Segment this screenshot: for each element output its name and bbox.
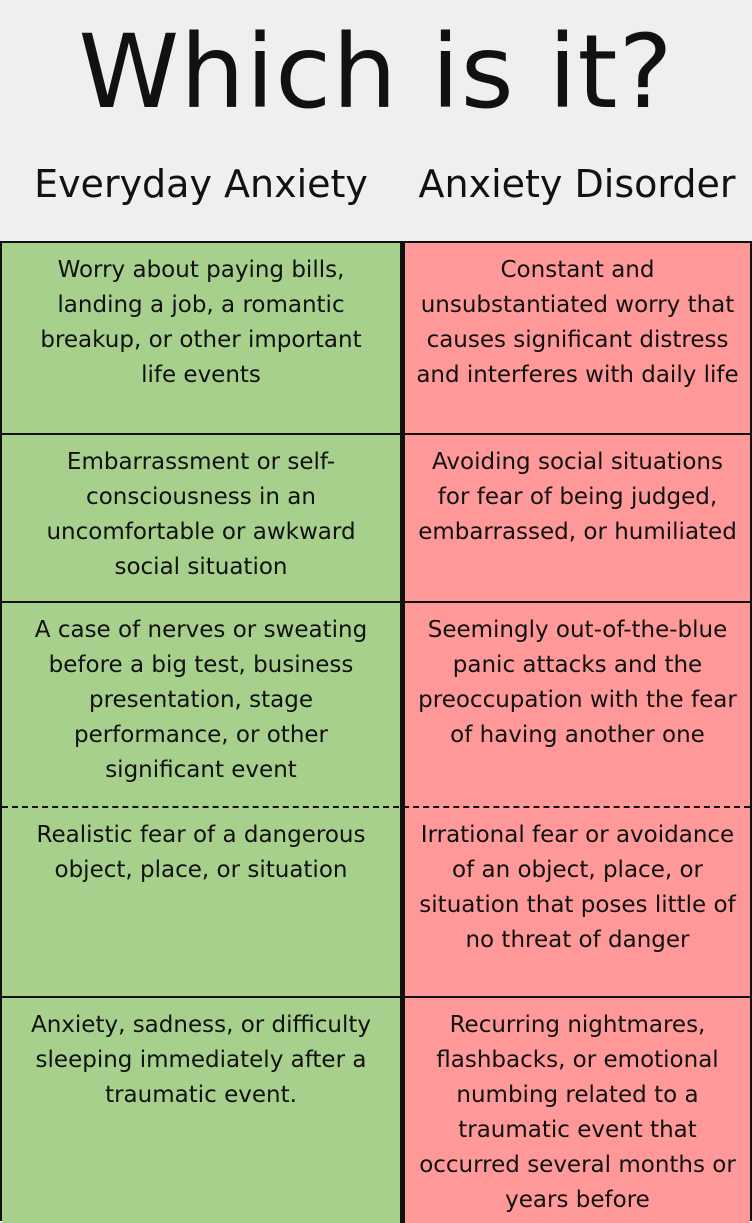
everyday-anxiety-cell: Anxiety, sadness, or difficulty sleeping… (2, 998, 400, 1223)
anxiety-disorder-cell: Avoiding social situations for fear of b… (400, 435, 750, 601)
column-heading-anxiety-disorder: Anxiety Disorder (418, 162, 736, 206)
table-row: Embarrassment or self-consciousness in a… (2, 435, 750, 603)
page-title: Which is it? (78, 13, 674, 132)
header: Which is it? Everyday Anxiety Anxiety Di… (0, 0, 752, 243)
anxiety-disorder-cell: Irrational fear or avoidance of an objec… (400, 808, 750, 996)
everyday-anxiety-cell: Embarrassment or self-consciousness in a… (2, 435, 400, 601)
table-row: Anxiety, sadness, or difficulty sleeping… (2, 998, 750, 1223)
table-row: Realistic fear of a dangerous object, pl… (2, 808, 750, 998)
everyday-anxiety-cell: Realistic fear of a dangerous object, pl… (2, 808, 400, 996)
column-heading-everyday-anxiety: Everyday Anxiety (34, 162, 368, 206)
row-divider (2, 806, 750, 808)
anxiety-disorder-cell: Seemingly out-of-the-blue panic attacks … (400, 603, 750, 808)
comparison-table: Worry about paying bills, landing a job,… (0, 241, 752, 1223)
everyday-anxiety-cell: Worry about paying bills, landing a job,… (2, 243, 400, 433)
anxiety-disorder-cell: Recurring nightmares, flashbacks, or emo… (400, 998, 750, 1223)
everyday-anxiety-cell: A case of nerves or sweating before a bi… (2, 603, 400, 808)
table-row: Worry about paying bills, landing a job,… (2, 243, 750, 435)
table-row: A case of nerves or sweating before a bi… (2, 603, 750, 808)
anxiety-disorder-cell: Constant and unsubstantiated worry that … (400, 243, 750, 433)
